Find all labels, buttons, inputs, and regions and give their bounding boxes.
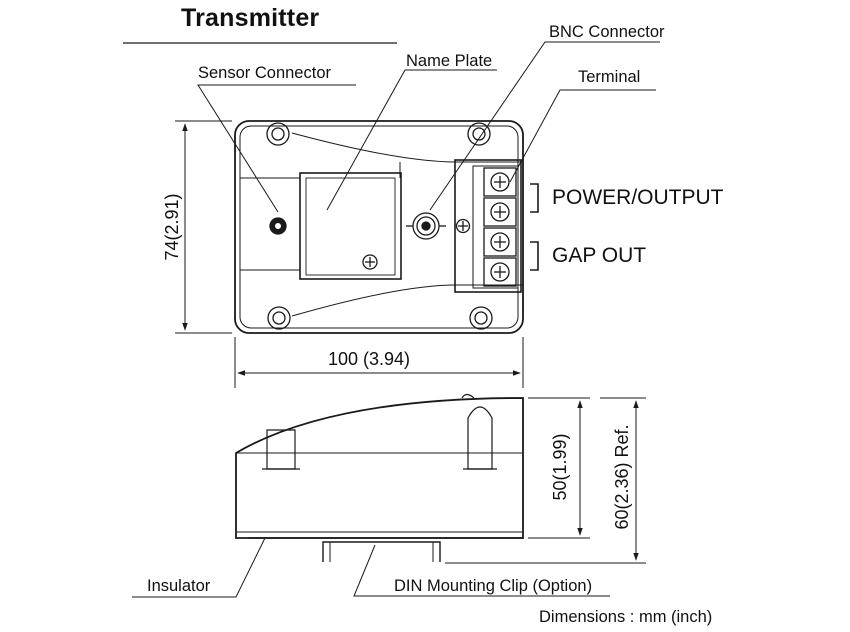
label-power-output: POWER/OUTPUT bbox=[552, 186, 724, 209]
label-terminal: Terminal bbox=[578, 68, 641, 86]
corner-screw bbox=[266, 122, 290, 146]
terminal-mount-screw bbox=[455, 218, 471, 234]
bnc-connector bbox=[406, 212, 446, 240]
terminal-screw bbox=[483, 197, 517, 227]
dimension-height bbox=[175, 120, 232, 334]
dimension-width bbox=[234, 337, 524, 388]
name-plate-screw bbox=[362, 254, 378, 270]
side-terminal-boss bbox=[467, 406, 493, 470]
dimension-total-height bbox=[445, 397, 646, 564]
label-name-plate: Name Plate bbox=[406, 52, 493, 70]
top-view bbox=[234, 120, 539, 334]
terminal-screw bbox=[483, 257, 517, 287]
diagram-title: Transmitter bbox=[181, 4, 320, 32]
label-sensor-connector: Sensor Connector bbox=[198, 64, 331, 82]
din-clip bbox=[322, 541, 441, 562]
label-bnc-connector: BNC Connector bbox=[549, 23, 665, 41]
leader-lines bbox=[197, 41, 660, 213]
corner-screw bbox=[267, 306, 291, 330]
gap-out-bracket bbox=[530, 241, 539, 271]
dimension-body-height bbox=[528, 397, 590, 539]
dimension-height-label: 74(2.91) bbox=[162, 193, 182, 261]
label-din-clip: DIN Mounting Clip (Option) bbox=[394, 577, 593, 595]
corner-screw bbox=[467, 122, 491, 146]
dimension-total-height-label: 60(2.36) Ref. bbox=[612, 424, 632, 530]
side-view bbox=[235, 393, 524, 562]
label-insulator: Insulator bbox=[147, 577, 211, 595]
terminal-screw bbox=[483, 227, 517, 257]
label-gap-out: GAP OUT bbox=[552, 244, 647, 267]
corner-screw bbox=[469, 306, 493, 330]
housing-outline bbox=[234, 120, 524, 334]
terminal-screw bbox=[483, 167, 517, 197]
terminal-block bbox=[454, 159, 522, 293]
name-plate bbox=[299, 172, 402, 280]
dimension-width-label: 100 (3.94) bbox=[328, 349, 411, 369]
power-output-bracket bbox=[530, 183, 539, 213]
dimension-body-height-label: 50(1.99) bbox=[550, 433, 570, 501]
units-note: Dimensions : mm (inch) bbox=[539, 608, 713, 626]
side-housing bbox=[235, 397, 524, 539]
